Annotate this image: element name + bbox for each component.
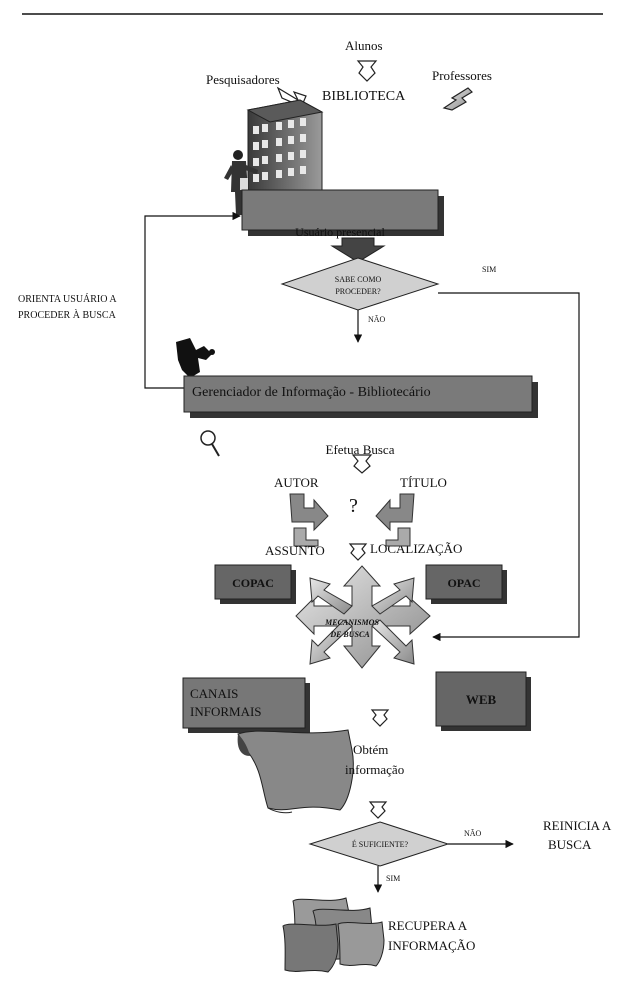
copac-box: [214, 564, 292, 600]
label-recupera-2: INFORMAÇÃO: [388, 938, 475, 953]
label-assunto: ASSUNTO: [265, 543, 325, 558]
curved-arrow-icon-right: [375, 493, 415, 547]
label-biblioteca: BIBLIOTECA: [322, 89, 406, 104]
label-canais-2: INFORMAIS: [190, 704, 262, 719]
magnifier-icon: [200, 430, 220, 457]
label-sabe-como-1: SABE COMO: [335, 275, 382, 284]
decision-suficiente: [308, 821, 450, 867]
arrow-icon-professores: [442, 87, 473, 111]
label-sabe-como-2: PROCEDER?: [335, 287, 381, 296]
sim-connector: [432, 292, 580, 642]
small-arrow-icon-assunto: [348, 543, 368, 561]
orienta-connector: [144, 211, 241, 389]
label-usuario-presencial: Usuário presencial: [295, 225, 385, 239]
usuario-presencial-box: [241, 189, 439, 231]
label-pesquisadores: Pesquisadores: [206, 72, 280, 87]
scroll-document-icon: [237, 729, 354, 814]
small-arrow-icon-efetua: [351, 454, 373, 474]
decision-sabe-como: [280, 257, 440, 311]
label-nao-bottom: NÃO: [464, 828, 482, 838]
label-sim-top: SIM: [482, 265, 496, 274]
label-sim-bottom: SIM: [386, 874, 400, 883]
small-arrow-icon-obtem: [368, 801, 388, 819]
small-arrow-icon-mecanismos: [370, 709, 390, 727]
web-box: [435, 671, 527, 727]
label-titulo: TÍTULO: [400, 475, 447, 490]
label-obtem-2: informação: [345, 762, 404, 777]
label-obtem-1: Obtém: [353, 742, 388, 757]
librarian-icon: [176, 338, 215, 378]
label-question: ?: [349, 495, 358, 517]
curved-arrow-icon-left: [289, 493, 329, 547]
label-orienta-1: ORIENTA USUÁRIO A: [18, 293, 117, 305]
label-nao-top: NÃO: [368, 314, 386, 324]
label-localizacao: LOCALIZAÇÃO: [370, 541, 462, 556]
label-opac: OPAC: [447, 576, 480, 590]
gerenciador-box: [183, 375, 533, 413]
label-orienta-2: PROCEDER À BUSCA: [18, 309, 117, 321]
label-recupera-1: RECUPERA A: [388, 918, 468, 933]
label-alunos: Alunos: [345, 38, 383, 53]
label-gerenciador: Gerenciador de Informação - Bibliotecári…: [192, 385, 431, 400]
label-canais-1: CANAIS: [190, 686, 238, 701]
canais-informais-box: [182, 677, 306, 729]
small-arrow-icon-alunos: [356, 60, 378, 82]
label-mecanismos-2: DE BUSCA: [329, 630, 370, 639]
label-copac: COPAC: [232, 576, 274, 590]
label-web: WEB: [466, 692, 497, 707]
label-reinicia-2: BUSCA: [548, 837, 592, 852]
label-reinicia-1: REINICIA A: [543, 818, 612, 833]
documents-stack-icon: [282, 897, 385, 973]
block-arrow-icon-1: [330, 237, 386, 263]
label-suficiente: É SUFICIENTE?: [352, 839, 409, 849]
person-icon: [224, 150, 258, 215]
label-professores: Professores: [432, 68, 492, 83]
label-efetua-busca: Efetua Busca: [326, 442, 395, 457]
mecanismos-de-busca-icon: [295, 565, 431, 669]
label-autor: AUTOR: [274, 475, 319, 490]
opac-box: [425, 564, 503, 600]
label-mecanismos-1: MECANISMOS: [324, 618, 379, 627]
